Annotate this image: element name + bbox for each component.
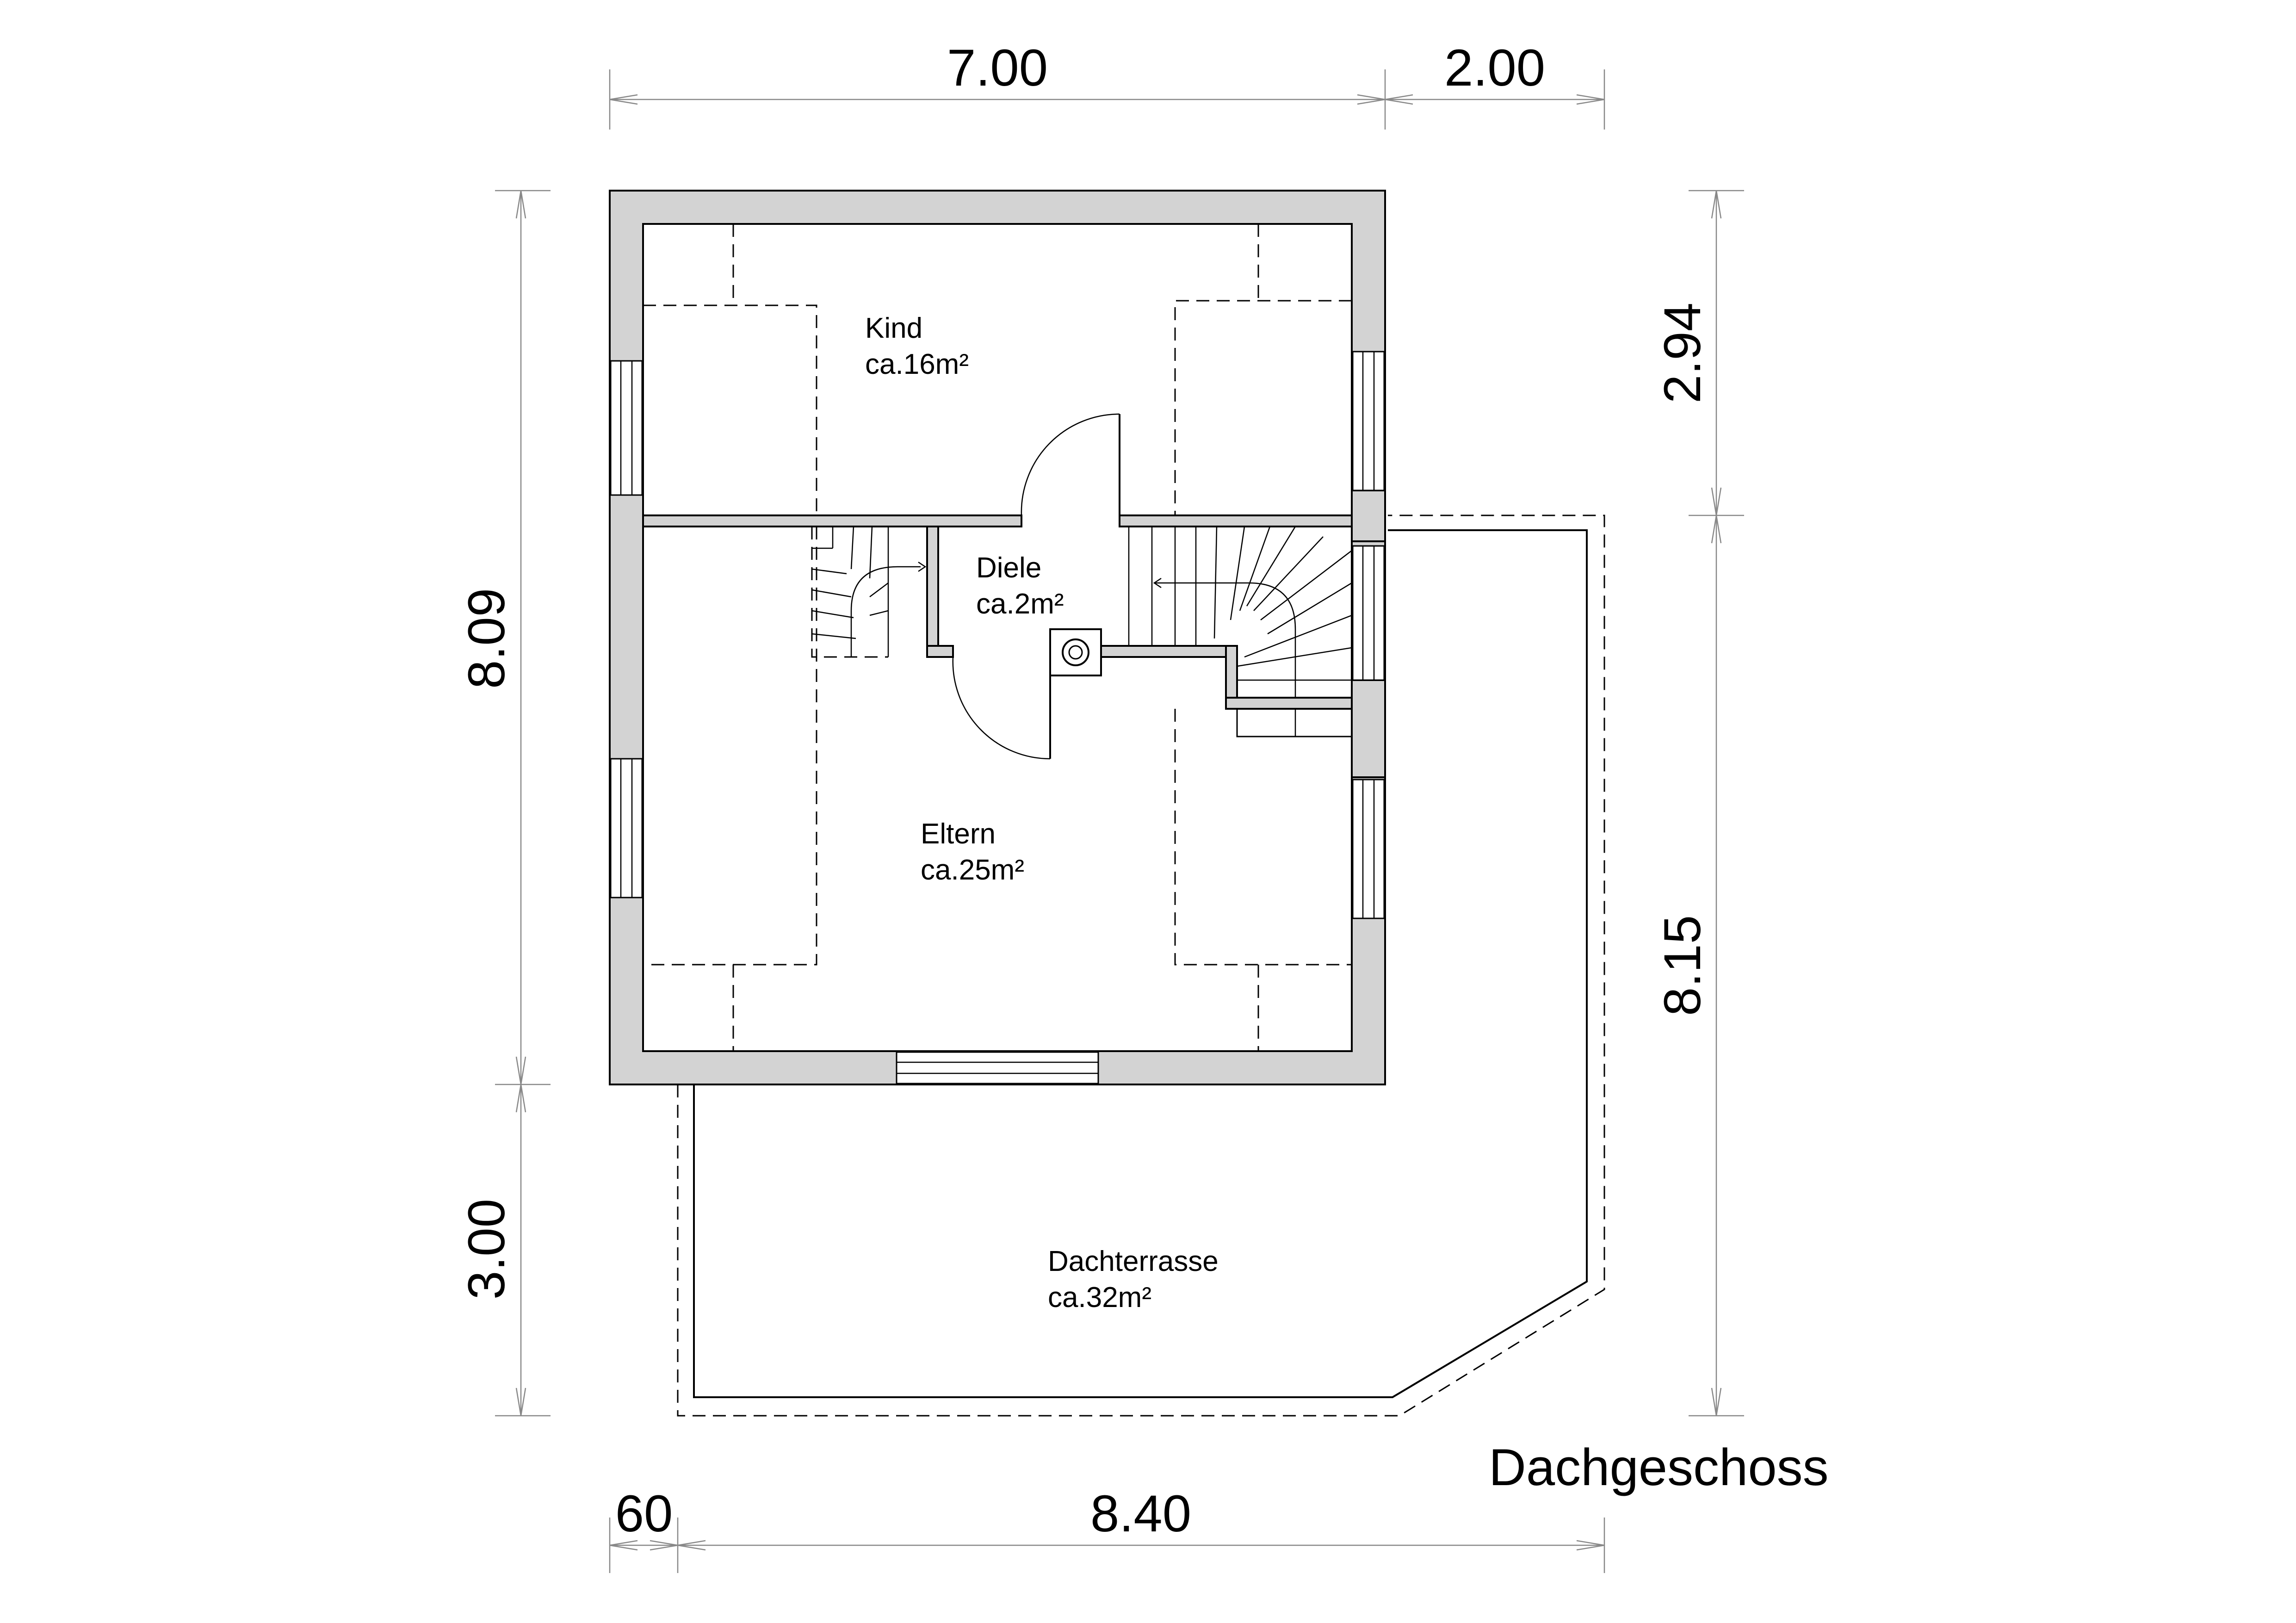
plan-title: Dachgeschoss — [1489, 1438, 1829, 1496]
terrace-outline — [677, 514, 1605, 1417]
stair-left — [811, 526, 927, 658]
dim-top-left: 7.00 — [947, 39, 1048, 97]
roof-slope-lines — [643, 224, 1352, 1051]
dim-right-lower: 8.15 — [1653, 915, 1711, 1016]
dimension-lines — [495, 69, 1744, 1573]
dim-right-upper: 2.94 — [1653, 303, 1711, 403]
windows — [610, 351, 1385, 1084]
dim-bottom-right: 8.40 — [1090, 1485, 1191, 1542]
doors — [952, 413, 1120, 760]
interior-walls — [642, 514, 1353, 710]
room-dachterrasse-area: ca.32m² — [1048, 1282, 1151, 1313]
outer-walls — [609, 190, 1386, 1085]
room-eltern-name: Eltern — [921, 818, 996, 850]
dim-left-lower: 3.00 — [458, 1199, 515, 1300]
dim-top-right: 2.00 — [1444, 39, 1545, 97]
room-kind-area: ca.16m² — [865, 348, 969, 380]
dim-left-upper: 8.09 — [458, 588, 515, 689]
room-diele-name: Diele — [976, 552, 1041, 584]
dim-bottom-left: 60 — [615, 1485, 673, 1542]
room-diele-area: ca.2m² — [976, 588, 1064, 620]
room-eltern-area: ca.25m² — [921, 854, 1024, 886]
stair-right — [1128, 526, 1353, 737]
room-dachterrasse-name: Dachterrasse — [1048, 1245, 1219, 1277]
room-kind-name: Kind — [865, 312, 922, 344]
